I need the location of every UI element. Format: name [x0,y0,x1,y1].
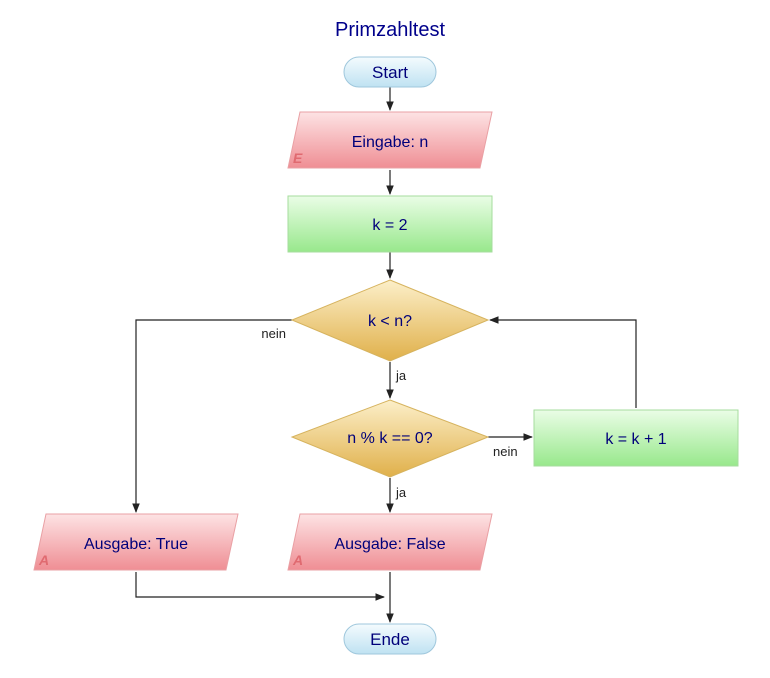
input-marker: E [293,150,303,166]
end-terminal: Ende [343,623,437,655]
start-terminal: Start [343,56,437,88]
output-false-label: Ausgabe: False [334,536,445,553]
label-loop-no: nein [261,326,286,341]
output-false-shape [287,513,493,571]
connectors [132,86,637,623]
divisibility-condition-label: n % k == 0? [347,430,432,447]
loop-condition-node: k < n? [290,279,490,362]
diagram-title: Primzahltest [335,19,445,41]
edge-increment-back [489,316,637,408]
increment-label: k = k + 1 [605,431,666,448]
divisibility-condition-node: n % k == 0? [290,399,490,478]
end-shape [343,623,437,655]
input-label: Eingabe: n [352,134,429,151]
output-true-node: A Ausgabe: True [33,513,239,571]
output-true-shape [33,513,239,571]
start-label: Start [372,63,408,82]
start-shape [343,56,437,88]
init-node: k = 2 [287,195,493,253]
end-label: Ende [370,630,410,649]
output-true-label: Ausgabe: True [84,536,188,553]
increment-shape [533,409,739,467]
divisibility-condition-shape [290,399,490,478]
init-shape [287,195,493,253]
edge-true-to-merge [135,572,385,601]
init-label: k = 2 [372,217,407,234]
loop-condition-label: k < n? [368,313,412,330]
output-true-marker: A [38,552,49,568]
output-false-node: A Ausgabe: False [287,513,493,571]
increment-node: k = k + 1 [533,409,739,467]
input-node: E Eingabe: n [287,111,493,169]
edge-loop-no [132,319,292,513]
label-div-no: nein [493,444,518,459]
label-div-yes: ja [395,485,407,500]
output-false-marker: A [292,552,303,568]
loop-condition-shape [290,279,490,362]
input-shape [287,111,493,169]
label-loop-yes: ja [395,368,407,383]
